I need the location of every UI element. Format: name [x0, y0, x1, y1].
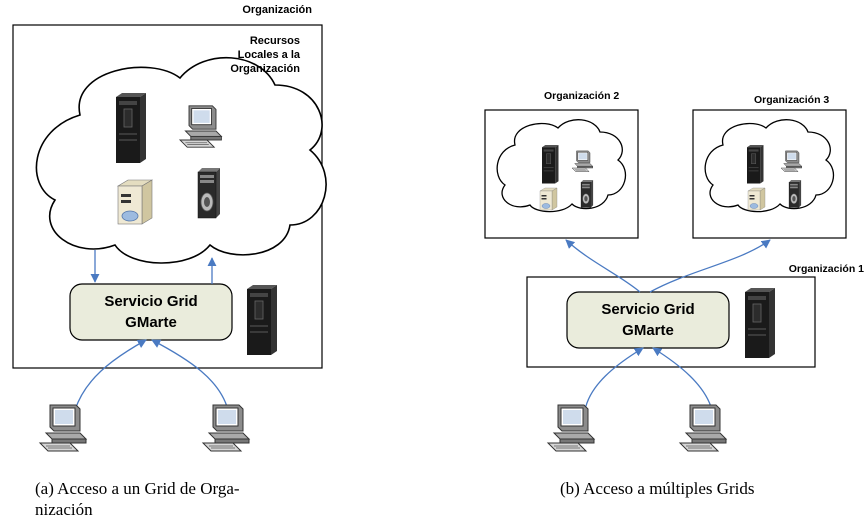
org3-box-icon [747, 187, 766, 211]
caption-a-line-1: (a) Acceso a un Grid de Orga- [35, 479, 240, 498]
client-arrow-left-b [584, 347, 644, 411]
diagram-b: Organización 2 Organización 3 Organizaci… [484, 90, 864, 452]
caption-a: (a) Acceso a un Grid de Orga- nización [35, 478, 240, 520]
local-resources-line-1: Recursos [250, 35, 300, 47]
org1-label: Organización 1 [789, 263, 864, 275]
organization-2-box [484, 109, 639, 239]
tower-server-icon [115, 92, 147, 164]
diagram-a: Organización Recursos Locales a la Organ… [12, 4, 327, 452]
client-workstation-left-a [39, 404, 87, 452]
arrow-to-org3 [649, 239, 771, 293]
local-resources-line-2: Locales a la [238, 49, 301, 61]
arrow-to-org2 [565, 239, 641, 293]
local-resources-line-3: Organización [230, 63, 300, 75]
service-line-2-b: GMarte [622, 322, 674, 339]
client-workstation-right-b [679, 404, 727, 452]
client-workstation-right-a [202, 404, 250, 452]
org3-label: Organización 3 [754, 94, 829, 106]
organization-3-box [692, 109, 847, 239]
org3-pc-icon [788, 179, 802, 208]
service-line-1-a: Servicio Grid [104, 293, 197, 310]
org2-pc-icon [580, 179, 594, 208]
org3-tower-icon [746, 144, 764, 184]
server-box-icon [117, 179, 153, 225]
grid-service-box-b [566, 291, 730, 349]
client-arrow-left-a [74, 339, 147, 411]
service-server-icon-a [246, 284, 278, 356]
org2-cloud [496, 119, 627, 213]
org2-tower-icon [541, 144, 559, 184]
organization-1-box [526, 276, 816, 368]
pc-tower-icon [197, 167, 221, 219]
local-resources-cloud [35, 57, 327, 264]
org2-label: Organización 2 [544, 90, 619, 102]
service-line-2-a: GMarte [125, 314, 177, 331]
client-arrow-right-b [652, 347, 713, 411]
service-server-icon-b [744, 287, 776, 359]
grid-service-box-a [69, 283, 233, 341]
org2-box-icon [539, 187, 558, 211]
org-label-a: Organización [242, 4, 312, 16]
caption-a-line-2: nización [35, 500, 93, 519]
caption-b: (b) Acceso a múltiples Grids [560, 479, 755, 498]
service-line-1-b: Servicio Grid [601, 301, 694, 318]
org3-cloud [704, 119, 835, 213]
client-workstation-left-b [547, 404, 595, 452]
client-arrow-right-a [151, 339, 229, 411]
